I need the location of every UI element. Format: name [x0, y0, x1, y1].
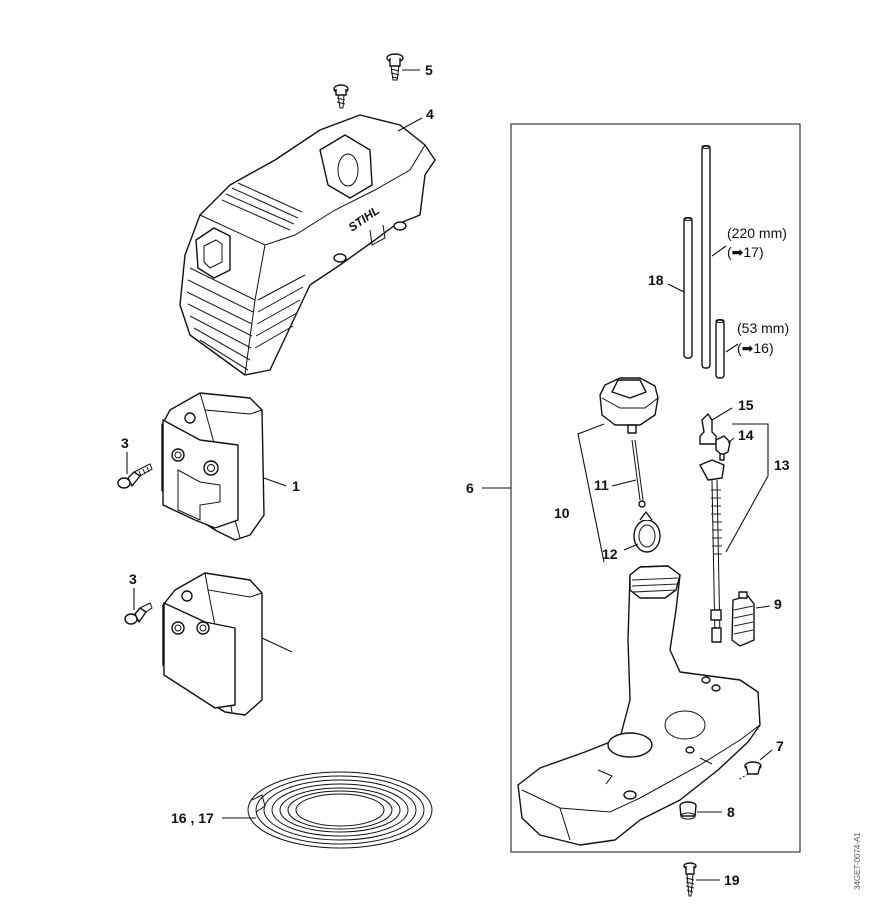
callout-5: 5: [425, 62, 433, 78]
leader-14: [727, 437, 735, 444]
screw-part-3a: [117, 463, 153, 489]
callout-6: 6: [466, 480, 474, 496]
leader-7: [759, 749, 773, 761]
callout-3b: 3: [129, 571, 137, 587]
hose-long-ref: (➡17): [727, 244, 764, 260]
leader-9: [755, 605, 771, 609]
screw-cover: [333, 84, 349, 109]
leader-1: [263, 477, 287, 487]
callout-1: 1: [292, 478, 300, 494]
callout-7: 7: [776, 738, 784, 754]
leader-4: [397, 117, 423, 132]
fuel-cap-part-10: [599, 377, 659, 434]
callout-4: 4: [426, 106, 434, 122]
seal-part-12: [633, 511, 661, 553]
bracket-13: [725, 423, 769, 553]
screw-part-3b: [124, 602, 153, 625]
pickup-line-part-13: [699, 459, 725, 643]
document-id: 34GET-0074-A1: [853, 832, 862, 890]
callout-13: 13: [774, 457, 790, 473]
muffler-variant: [162, 572, 263, 716]
leader-hose-short: [725, 343, 739, 353]
hose-long-length: (220 mm): [727, 225, 787, 241]
screw-part-5: [386, 53, 404, 81]
callout-18: 18: [648, 272, 664, 288]
grommet-part-8: [679, 801, 697, 820]
cord-part-11: [631, 439, 646, 508]
hose-short-length: (53 mm): [737, 320, 789, 336]
leader-18: [667, 283, 685, 293]
callout-11: 11: [594, 477, 609, 493]
leader-11: [611, 479, 637, 487]
grommet-part-7: [737, 761, 762, 781]
hose-part-18: [683, 145, 725, 379]
callout-15: 15: [738, 397, 754, 413]
leader-15: [711, 407, 733, 421]
callout-12: 12: [602, 546, 618, 562]
leader-hose-long: [711, 245, 727, 257]
shroud-cover-part-4: STIHL: [179, 114, 436, 376]
screw-part-19: [683, 862, 697, 897]
hose-short-ref: (➡16): [737, 340, 774, 356]
callout-16-17: 16 , 17: [171, 810, 214, 826]
leader-12: [623, 543, 639, 551]
fuel-tank: [517, 565, 761, 846]
leader-muffler-variant: [261, 637, 293, 653]
fuel-filter-part-9: [731, 591, 755, 647]
callout-9: 9: [774, 596, 782, 612]
callout-8: 8: [727, 804, 735, 820]
callout-10: 10: [554, 505, 570, 521]
bracket-10: [577, 423, 605, 563]
valve-part-14: [715, 435, 731, 461]
hose-coil-part-16-17: [247, 771, 433, 849]
callout-3a: 3: [121, 435, 129, 451]
muffler-part-1: [161, 392, 265, 541]
callout-19: 19: [724, 872, 740, 888]
callout-14: 14: [738, 427, 754, 443]
